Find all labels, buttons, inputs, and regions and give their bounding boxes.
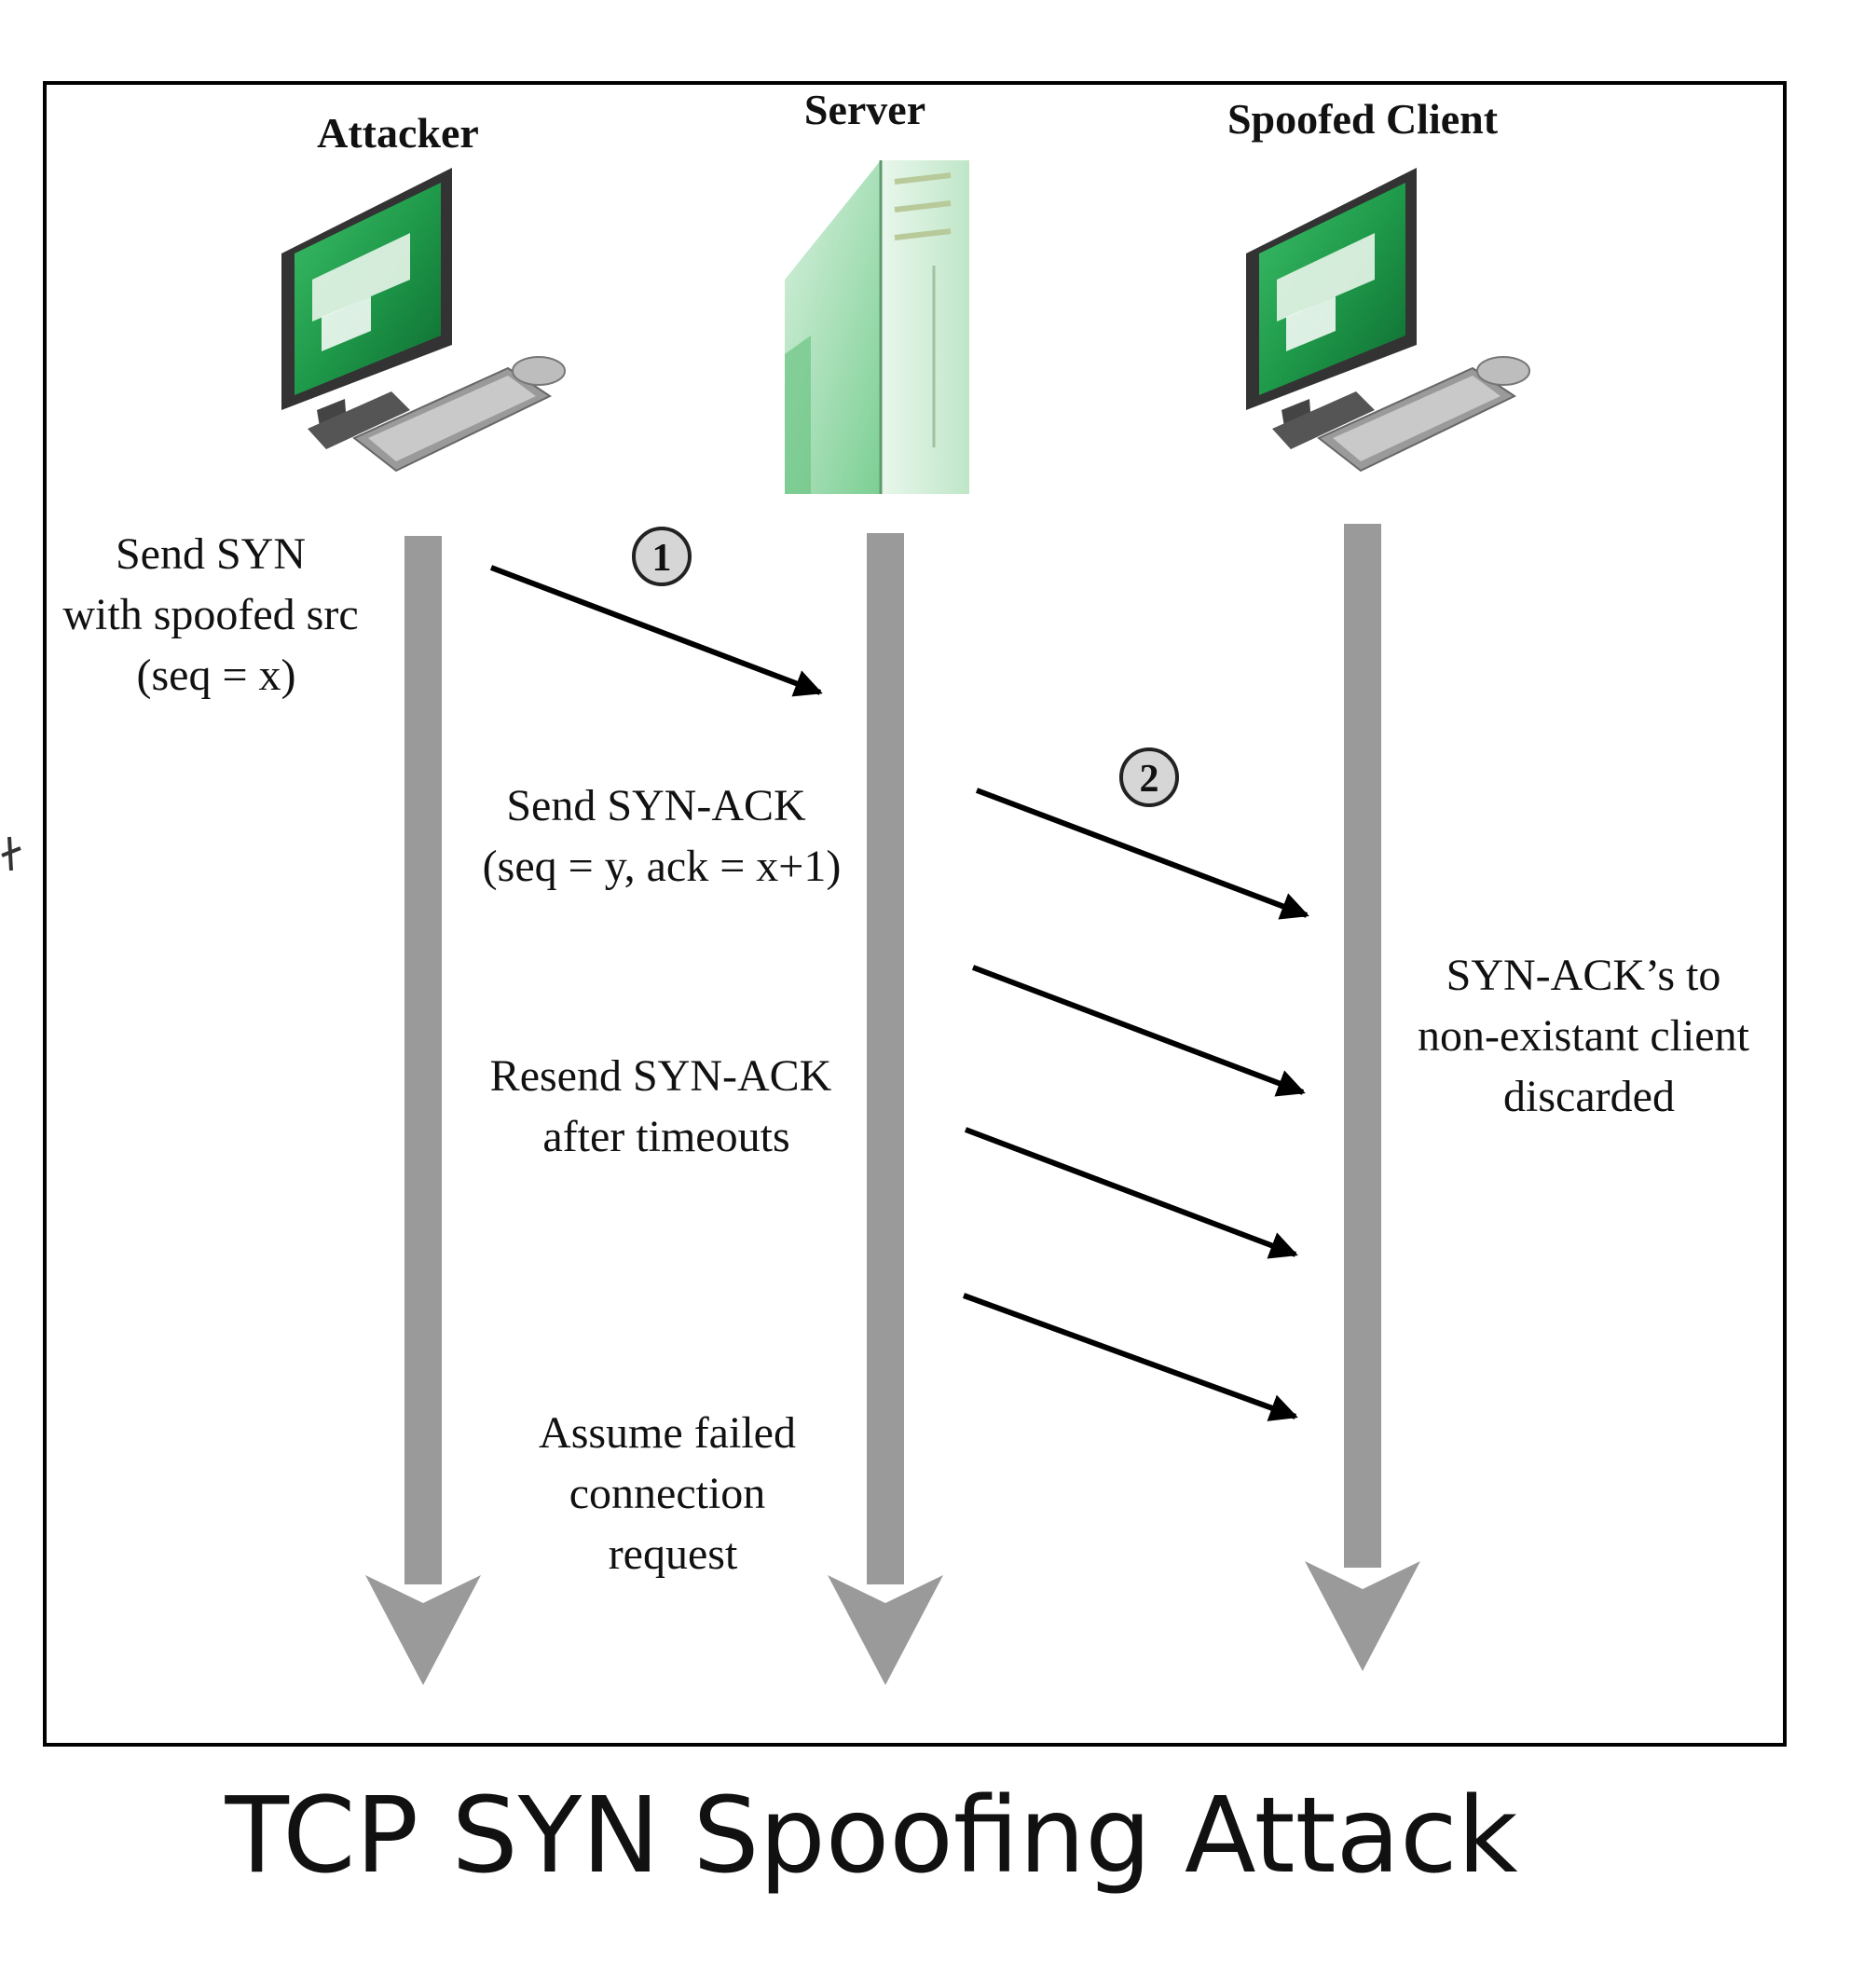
syn-ack-arrow xyxy=(975,788,1309,920)
note-assume-failed: Assume failed connection request xyxy=(539,1408,807,1579)
server-tower-icon xyxy=(785,160,969,494)
lifeline-spoofed-client xyxy=(1305,524,1420,1671)
syn-ack-resend-arrow xyxy=(964,1127,1298,1259)
step-badge-2: 2 xyxy=(1119,747,1179,807)
note-line: (seq = x) xyxy=(136,651,295,700)
step-number: 2 xyxy=(1140,758,1159,801)
note-line: discarded xyxy=(1503,1072,1675,1121)
note-line: Send SYN xyxy=(116,529,306,579)
note-line: connection xyxy=(569,1469,766,1518)
note-attacker: Send SYN with spoofed src (seq = x) xyxy=(62,529,369,700)
note-line: (seq = y, ack = x+1) xyxy=(483,842,842,891)
step-number: 1 xyxy=(652,537,672,580)
note-line: Assume failed xyxy=(539,1408,796,1458)
note-line: Resend SYN-ACK xyxy=(490,1051,832,1101)
syn-arrow xyxy=(489,565,823,697)
actor-label-attacker: Attacker xyxy=(317,109,479,157)
actor-label-spoofed-client: Spoofed Client xyxy=(1227,95,1499,143)
note-line: SYN-ACK’s to xyxy=(1446,951,1721,1000)
note-discarded: SYN-ACK’s to non-existant client discard… xyxy=(1418,951,1761,1121)
lifeline-server xyxy=(828,533,943,1685)
note-syn-ack: Send SYN-ACK (seq = y, ack = x+1) xyxy=(483,781,842,891)
note-line: after timeouts xyxy=(542,1112,789,1161)
syn-ack-resend-arrow xyxy=(971,965,1306,1097)
lifeline-attacker xyxy=(365,536,481,1685)
note-resend: Resend SYN-ACK after timeouts xyxy=(490,1051,843,1161)
edge-mark xyxy=(1,836,21,871)
actor-label-server: Server xyxy=(804,86,925,133)
note-line: non-existant client xyxy=(1418,1011,1750,1061)
desktop-computer-icon xyxy=(1246,168,1530,473)
figure-caption: TCP SYN Spoofing Attack xyxy=(224,1775,1517,1897)
desktop-computer-icon xyxy=(281,168,566,473)
note-line: Send SYN-ACK xyxy=(506,781,806,830)
note-line: request xyxy=(609,1529,738,1579)
syn-ack-resend-arrow xyxy=(962,1293,1298,1421)
note-line: with spoofed src xyxy=(62,590,358,639)
step-badge-1: 1 xyxy=(632,527,692,586)
